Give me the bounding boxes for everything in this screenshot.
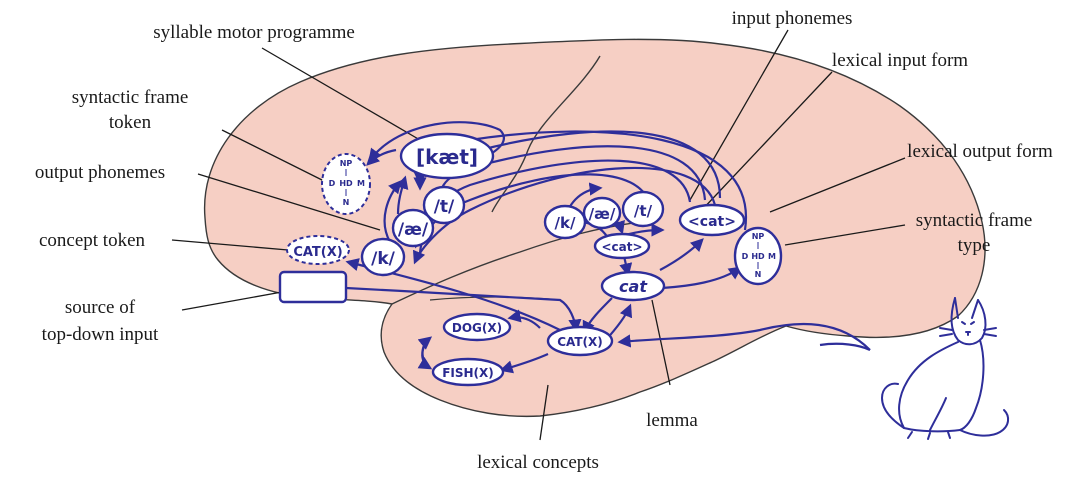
label-concept-token: concept token — [39, 230, 146, 251]
label-lexical-input-form: lexical input form — [832, 50, 968, 71]
label-syntactic-frame-type-line1: syntactic frame — [916, 210, 1033, 231]
node-k-input: /k/ — [545, 206, 585, 238]
svg-text:CAT(X): CAT(X) — [557, 335, 603, 349]
node-cat-input: <cat> — [595, 234, 649, 258]
node-ae-output: /æ/ — [393, 210, 433, 246]
label-lemma: lemma — [646, 410, 698, 431]
svg-text:cat: cat — [619, 277, 648, 296]
svg-text:M: M — [357, 179, 365, 188]
source-box — [280, 272, 346, 302]
node-cat-output: <cat> — [680, 205, 744, 235]
label-source-top-down-line1: source of — [65, 297, 136, 318]
svg-text:CAT(X): CAT(X) — [293, 245, 342, 260]
svg-text:N: N — [343, 198, 350, 207]
node-k-output: /k/ — [362, 239, 404, 275]
svg-text:HD: HD — [339, 179, 353, 188]
svg-text:/æ/: /æ/ — [589, 205, 616, 223]
svg-text:[kæt]: [kæt] — [416, 145, 478, 169]
label-lexical-output-form: lexical output form — [907, 141, 1053, 162]
svg-text:DOG(X): DOG(X) — [452, 321, 502, 335]
svg-text:/æ/: /æ/ — [398, 220, 429, 240]
node-cat-lemma: cat — [602, 272, 664, 300]
svg-text:/t/: /t/ — [434, 197, 455, 217]
syntactic-frame-type: NP D HD M N — [735, 228, 781, 284]
svg-text:D: D — [742, 252, 749, 261]
node-cat-x: CAT(X) — [548, 327, 612, 355]
label-syllable-motor-programme: syllable motor programme — [153, 22, 355, 43]
svg-text:/t/: /t/ — [634, 202, 653, 220]
node-kaet: [kæt] — [401, 134, 493, 178]
label-lexical-concepts: lexical concepts — [477, 452, 599, 473]
svg-text:M: M — [768, 252, 776, 261]
svg-text:<cat>: <cat> — [601, 240, 642, 254]
syntactic-frame-token: NP D HD M N — [322, 154, 370, 214]
svg-text:/k/: /k/ — [555, 214, 576, 232]
label-input-phonemes: input phonemes — [732, 8, 853, 29]
label-output-phonemes: output phonemes — [35, 162, 165, 183]
svg-text:FISH(X): FISH(X) — [442, 366, 494, 380]
svg-text:NP: NP — [340, 159, 353, 168]
label-source-top-down-line2: top-down input — [42, 324, 159, 345]
label-syntactic-frame-token-line2: token — [109, 112, 152, 133]
svg-text:/k/: /k/ — [371, 249, 396, 269]
node-ae-input: /æ/ — [584, 198, 620, 228]
svg-text:N: N — [755, 270, 762, 279]
node-t-input: /t/ — [623, 192, 663, 226]
label-syntactic-frame-token-line1: syntactic frame — [72, 87, 189, 108]
svg-text:<cat>: <cat> — [688, 214, 736, 230]
label-syntactic-frame-type-line2: type — [958, 235, 991, 256]
svg-text:HD: HD — [751, 252, 765, 261]
node-fish-x: FISH(X) — [433, 359, 503, 385]
node-cat-x-token: CAT(X) — [287, 236, 349, 264]
svg-text:NP: NP — [752, 232, 765, 241]
node-dog-x: DOG(X) — [444, 314, 510, 340]
svg-text:D: D — [329, 179, 336, 188]
